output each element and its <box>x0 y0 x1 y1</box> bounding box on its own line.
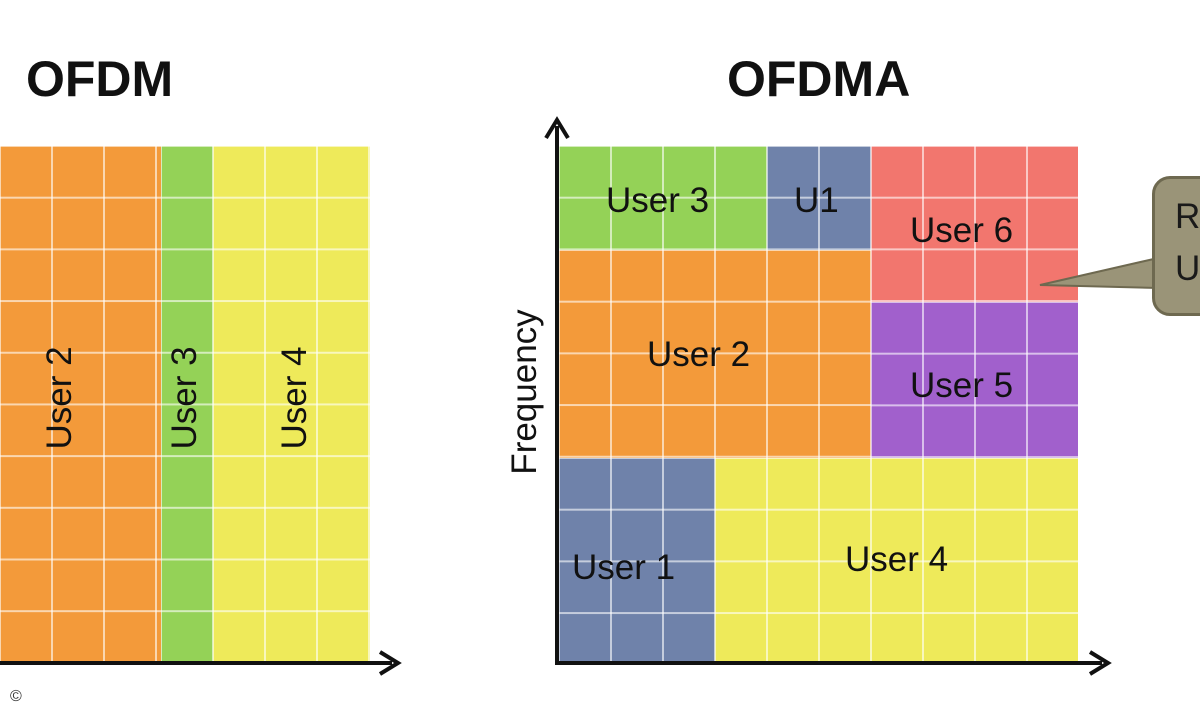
callout-text-line-2: U <box>1175 249 1200 288</box>
ofdm-user-2-block <box>0 146 161 663</box>
ofdma-user-2-block <box>559 250 871 458</box>
ofdma-user-6-label: User 6 <box>910 211 1014 250</box>
ofdm-user-4-block <box>213 146 370 663</box>
ofdma-user-1-label: User 1 <box>572 548 676 587</box>
ofdma-user-2-label: User 2 <box>647 335 751 374</box>
ofdma-user-6-block <box>871 146 1078 302</box>
ofdma-user-1-block <box>559 458 715 663</box>
ofdma-y-axis-arrow <box>544 116 570 140</box>
ofdma-user-4-label: User 4 <box>845 540 949 579</box>
ofdm-user-3-block <box>161 146 213 663</box>
ofdm-x-axis-arrow <box>378 650 402 676</box>
copyright-mark: © <box>10 688 22 705</box>
ofdma-u1-block <box>767 146 871 250</box>
callout-box: R U <box>1152 176 1200 316</box>
ofdma-user-5-label: User 5 <box>910 366 1014 405</box>
ofdma-u1-label: U1 <box>794 181 839 220</box>
callout-text-line-1: R <box>1175 197 1200 236</box>
ofdma-title: OFDMA <box>727 51 911 107</box>
ofdma-user-4-block <box>715 458 1078 663</box>
ofdma-user-5-block <box>871 302 1078 458</box>
ofdm-title: OFDM <box>26 51 174 107</box>
callout-pointer <box>1039 256 1159 290</box>
ofdma-user-3-block <box>559 146 767 250</box>
ofdma-user-3-label: User 3 <box>606 181 710 220</box>
ofdma-x-axis-arrow <box>1088 650 1112 676</box>
